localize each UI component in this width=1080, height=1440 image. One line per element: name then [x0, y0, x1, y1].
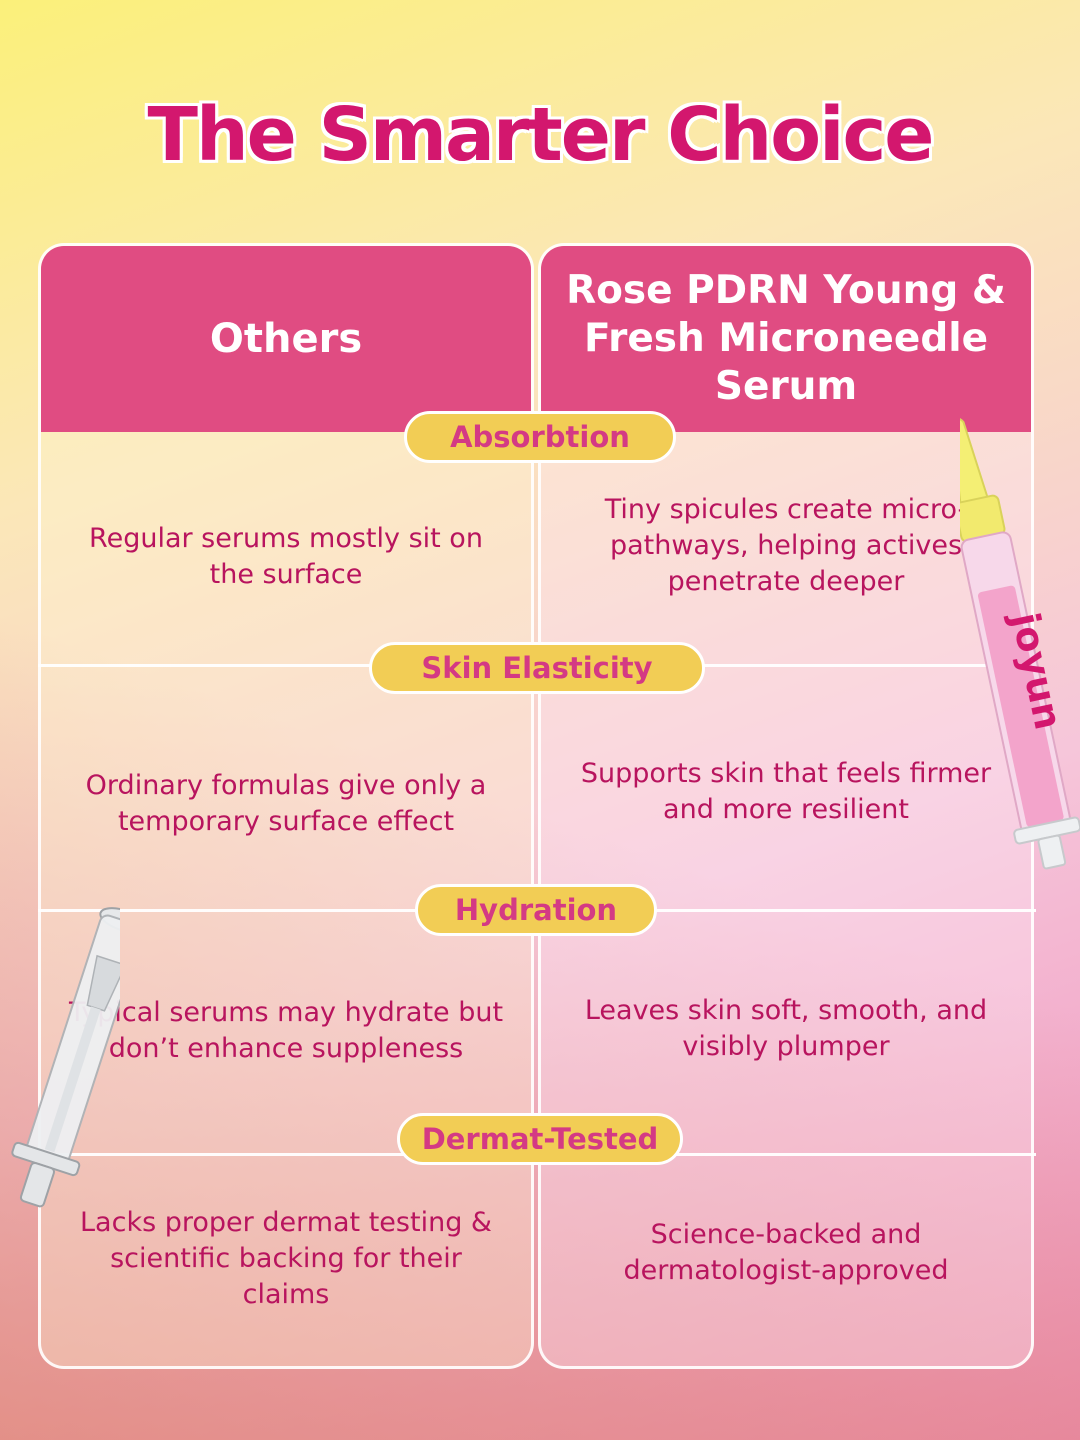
- product-syringe-image: joyun: [960, 417, 1080, 870]
- product-header: Rose PDRN Young & Fresh Microneedle Seru…: [541, 246, 1031, 432]
- product-elasticity-text: Supports skin that feels firmer and more…: [580, 758, 992, 825]
- pill-hydration: Hydration: [415, 884, 657, 936]
- others-column: Others: [38, 243, 534, 1369]
- product-dermat-text: Science-backed and dermatologist-approve…: [623, 1219, 949, 1286]
- others-header: Others: [41, 246, 531, 432]
- pill-skin-elasticity: Skin Elasticity: [369, 642, 705, 694]
- others-dermat-text: Lacks proper dermat testing & scientific…: [80, 1207, 492, 1310]
- pill-dermat-tested: Dermat-Tested: [397, 1113, 683, 1165]
- page-title: The Smarter Choice: [147, 92, 934, 178]
- others-hydration-text: Typical serums may hydrate but don’t enh…: [68, 997, 504, 1064]
- others-absorbtion-text: Regular serums mostly sit on the surface: [89, 523, 483, 590]
- clear-syringe-image: [11, 907, 120, 1208]
- pill-absorbtion: Absorbtion: [404, 411, 676, 463]
- product-absorbtion-text: Tiny spicules create micro-pathways, hel…: [604, 494, 968, 597]
- product-hydration-text: Leaves skin soft, smooth, and visibly pl…: [584, 995, 988, 1062]
- others-elasticity-text: Ordinary formulas give only a temporary …: [85, 770, 487, 837]
